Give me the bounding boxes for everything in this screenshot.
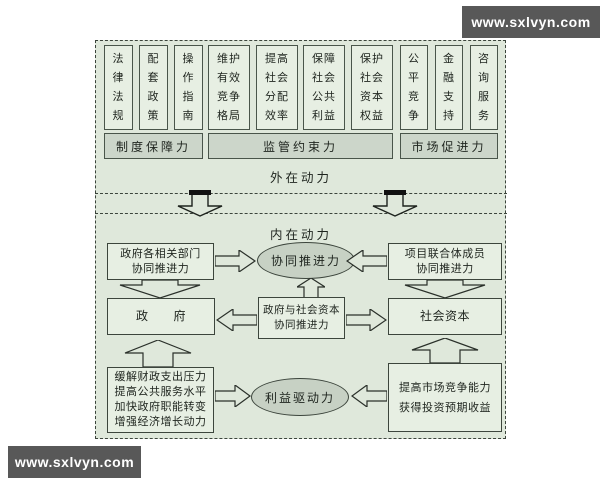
watermark-bottom-left: www.sxlvyn.com (8, 446, 141, 478)
box-government-departments: 政府各相关部门 协同推进力 (107, 243, 214, 280)
arrow-returns-to-interest-icon (351, 385, 387, 407)
box-social-capital: 社会资本 (388, 298, 502, 335)
box-social-capital-benefits: 提高市场竞争能力 获得投资预期收益 (388, 363, 502, 432)
internal-section-label: 内在动力 (269, 228, 332, 242)
external-box-distribution-efficiency: 提高 社会 分配 效率 (256, 45, 298, 130)
arrow-benefits-to-interest-icon (215, 385, 251, 407)
external-box-capital-rights: 保护 社会 资本 权益 (351, 45, 393, 130)
group-label-institutional-guarantee: 制度保障力 (104, 133, 203, 159)
arrow-departments-to-government-icon (119, 280, 201, 299)
external-to-internal-arrow-right-icon (371, 190, 419, 217)
external-box-public-interest: 保障 社会 公共 利益 (303, 45, 345, 130)
arrow-departments-to-ellipse-icon (215, 250, 256, 272)
ellipse-interest-driving-force: 利益驱动力 (251, 378, 349, 416)
box-consortium-members: 项目联合体成员 协同推进力 (388, 243, 502, 280)
section-divider-upper (95, 193, 507, 194)
arrow-members-to-social-capital-icon (404, 280, 486, 299)
external-box-fair-competition: 公 平 竞 争 (400, 45, 428, 130)
external-box-financial-support: 金 融 支 持 (435, 45, 463, 130)
arrow-members-to-ellipse-icon (346, 250, 387, 272)
arrow-outcomes-to-government-icon (123, 340, 193, 367)
external-box-laws: 法 律 法 规 (104, 45, 133, 130)
box-government-benefits: 缓解财政支出压力 提高公共服务水平 加快政府职能转变 增强经济增长动力 (107, 367, 214, 433)
group-label-regulatory-constraint: 监管约束力 (208, 133, 393, 159)
arrow-returns-to-social-capital-icon (410, 338, 480, 363)
external-box-consulting-service: 咨 询 服 务 (470, 45, 498, 130)
external-box-guides: 操 作 指 南 (174, 45, 203, 130)
external-box-policies: 配 套 政 策 (139, 45, 168, 130)
arrow-centerbox-to-ellipse-icon (297, 278, 325, 298)
box-government: 政 府 (107, 298, 215, 335)
section-divider-lower (95, 213, 507, 214)
arrow-centerbox-to-social-capital-icon (346, 309, 387, 331)
external-section-label: 外在动力 (269, 171, 332, 185)
group-label-market-promotion: 市场促进力 (400, 133, 498, 159)
arrow-centerbox-to-government-icon (216, 309, 257, 331)
external-to-internal-arrow-left-icon (176, 190, 224, 217)
ellipse-collaborative-force: 协同推进力 (257, 242, 355, 279)
box-government-social-capital-force: 政府与社会资本 协同推进力 (258, 297, 345, 339)
watermark-top-right: www.sxlvyn.com (462, 6, 600, 38)
external-box-competition-pattern: 维护 有效 竞争 格局 (208, 45, 250, 130)
